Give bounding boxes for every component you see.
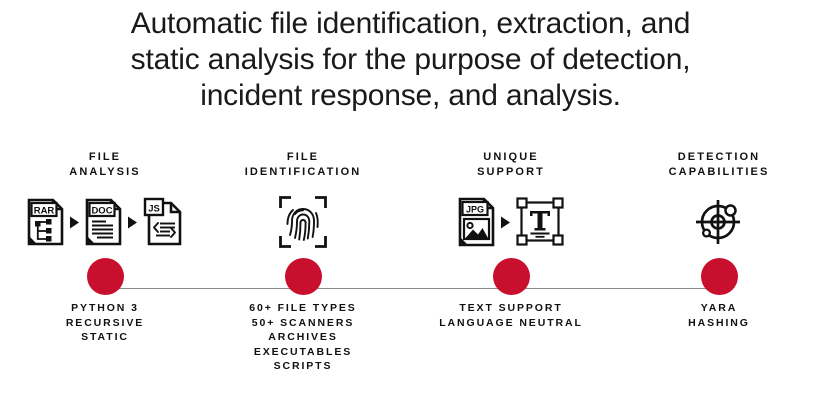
page-headline: Automatic file identification, extractio… <box>0 6 821 114</box>
headline-line-3: incident response, and analysis. <box>200 79 621 112</box>
jpg-file-icon: JPG <box>458 197 495 247</box>
node-caption-unique-support: TEXT SUPPORT LANGUAGE NEUTRAL <box>439 302 583 329</box>
timeline-node-file-analysis[interactable]: FILE ANALYSIS RAR <box>0 150 210 345</box>
svg-text:RAR: RAR <box>34 206 55 217</box>
node-title-unique-support: UNIQUE SUPPORT <box>477 151 545 178</box>
timeline-node-detection-capabilities[interactable]: DETECTION CAPABILITIES YARA HASHING <box>614 150 821 330</box>
doc-file-icon: DOC <box>85 198 122 246</box>
text-selection-icon <box>516 197 564 246</box>
node-caption-detection-capabilities: YARA HASHING <box>688 302 750 329</box>
icon-group-detection-capabilities <box>614 191 821 253</box>
js-file-icon: JS <box>143 197 182 246</box>
timeline-node-file-identification[interactable]: FILE IDENTIFICATION <box>198 150 408 374</box>
icon-group-unique-support: JPG <box>406 191 616 253</box>
timeline-node-unique-support[interactable]: UNIQUE SUPPORT JPG <box>406 150 616 330</box>
node-title-file-identification: FILE IDENTIFICATION <box>244 151 362 178</box>
timeline-dot[interactable] <box>492 257 530 295</box>
svg-text:JPG: JPG <box>466 205 484 215</box>
node-caption-file-identification: 60+ FILE TYPES 50+ SCANNERS ARCHIVES EXE… <box>249 302 357 372</box>
headline-line-2: static analysis for the purpose of detec… <box>130 43 691 76</box>
fingerprint-scan-icon <box>279 196 327 248</box>
node-caption-file-analysis: PYTHON 3 RECURSIVE STATIC <box>65 302 145 343</box>
timeline-dot-zone-file-analysis <box>0 253 210 299</box>
icon-group-file-analysis: RAR DOC <box>0 191 210 253</box>
rar-file-icon: RAR <box>27 198 64 246</box>
headline-line-1: Automatic file identification, extractio… <box>130 7 691 40</box>
timeline-connector-line <box>105 288 710 289</box>
node-title-file-analysis: FILE ANALYSIS <box>69 151 141 178</box>
svg-text:JS: JS <box>148 204 160 215</box>
timeline-dot[interactable] <box>284 257 322 295</box>
timeline-dot-zone-unique-support <box>406 253 616 299</box>
icon-group-file-identification <box>198 191 408 253</box>
arrow-right-icon <box>128 216 137 228</box>
timeline-dot-zone-detection-capabilities <box>614 253 821 299</box>
arrow-right-icon <box>501 216 510 228</box>
feature-timeline: FILE ANALYSIS RAR <box>0 150 821 400</box>
timeline-dot[interactable] <box>700 257 738 295</box>
node-title-detection-capabilities: DETECTION CAPABILITIES <box>668 151 770 178</box>
arrow-right-icon <box>70 216 79 228</box>
timeline-dot-zone-file-identification <box>198 253 408 299</box>
crosshair-target-icon <box>696 200 740 244</box>
timeline-dot[interactable] <box>86 257 124 295</box>
svg-text:DOC: DOC <box>91 206 112 217</box>
